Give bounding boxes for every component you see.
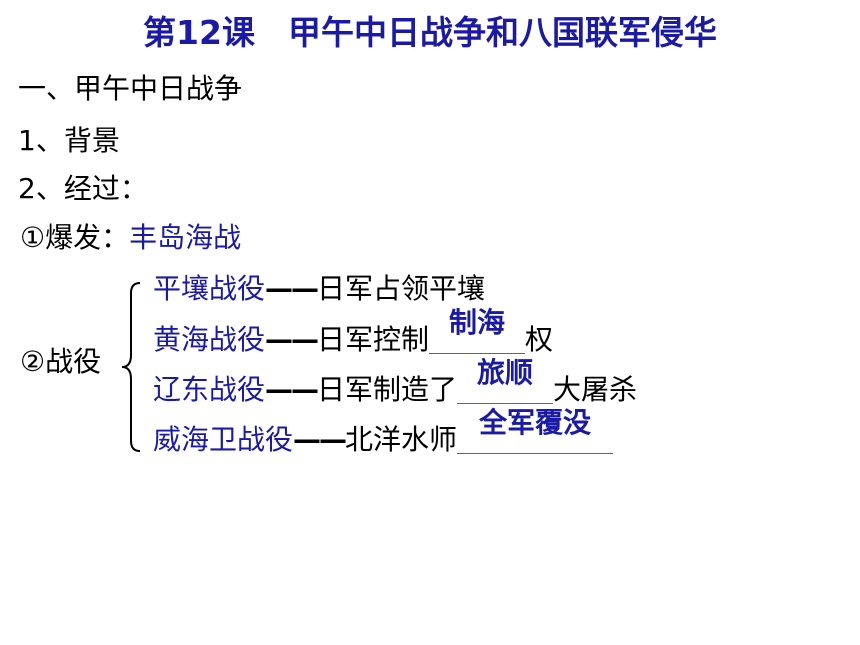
answer-text: 旅顺: [477, 356, 534, 389]
answer-blank: 全军覆没: [457, 409, 614, 454]
battle-name: 威海卫战役: [153, 423, 294, 456]
battle-name: 平壤战役: [153, 272, 266, 305]
battle-name: 辽东战役: [153, 373, 266, 406]
battles-label: ②战役: [20, 345, 102, 378]
outbreak-label: ①爆发：: [20, 221, 130, 254]
battle-row-liaodong: 辽东战役——日军制造了旅顺大屠杀: [153, 359, 638, 406]
outbreak-line: ①爆发：丰岛海战: [20, 224, 241, 252]
section-heading: 一、甲午中日战争: [18, 72, 243, 105]
battle-result: 日军占领平壤: [317, 272, 486, 305]
dash: ——: [265, 323, 319, 356]
battle-result-suffix: 大屠杀: [553, 373, 638, 406]
battle-row-huanghai: 黄海战役——日军控制制海权: [153, 309, 554, 356]
battle-name: 黄海战役: [153, 323, 266, 356]
battle-result: 北洋水师: [345, 423, 458, 456]
answer-text: 制海: [449, 306, 506, 339]
curly-brace: [121, 282, 141, 452]
dash: ——: [265, 272, 319, 305]
battle-result: 日军控制: [317, 323, 430, 356]
battle-result-suffix: 权: [525, 323, 554, 356]
battle-result: 日军制造了: [317, 373, 458, 406]
battle-row-weihaiwei: 威海卫战役——北洋水师全军覆没: [153, 409, 614, 456]
battle-row-pingrang: 平壤战役——日军占领平壤: [153, 275, 485, 303]
point-background: 1、背景: [18, 124, 120, 157]
page-title: 第12课 甲午中日战争和八国联军侵华: [143, 13, 717, 52]
dash: ——: [265, 373, 319, 406]
answer-text: 全军覆没: [479, 406, 592, 439]
outbreak-value: 丰岛海战: [129, 221, 242, 254]
dash: ——: [293, 423, 347, 456]
answer-blank: 旅顺: [457, 359, 554, 404]
point-process: 2、经过：: [18, 172, 148, 205]
answer-blank: 制海: [429, 309, 526, 354]
